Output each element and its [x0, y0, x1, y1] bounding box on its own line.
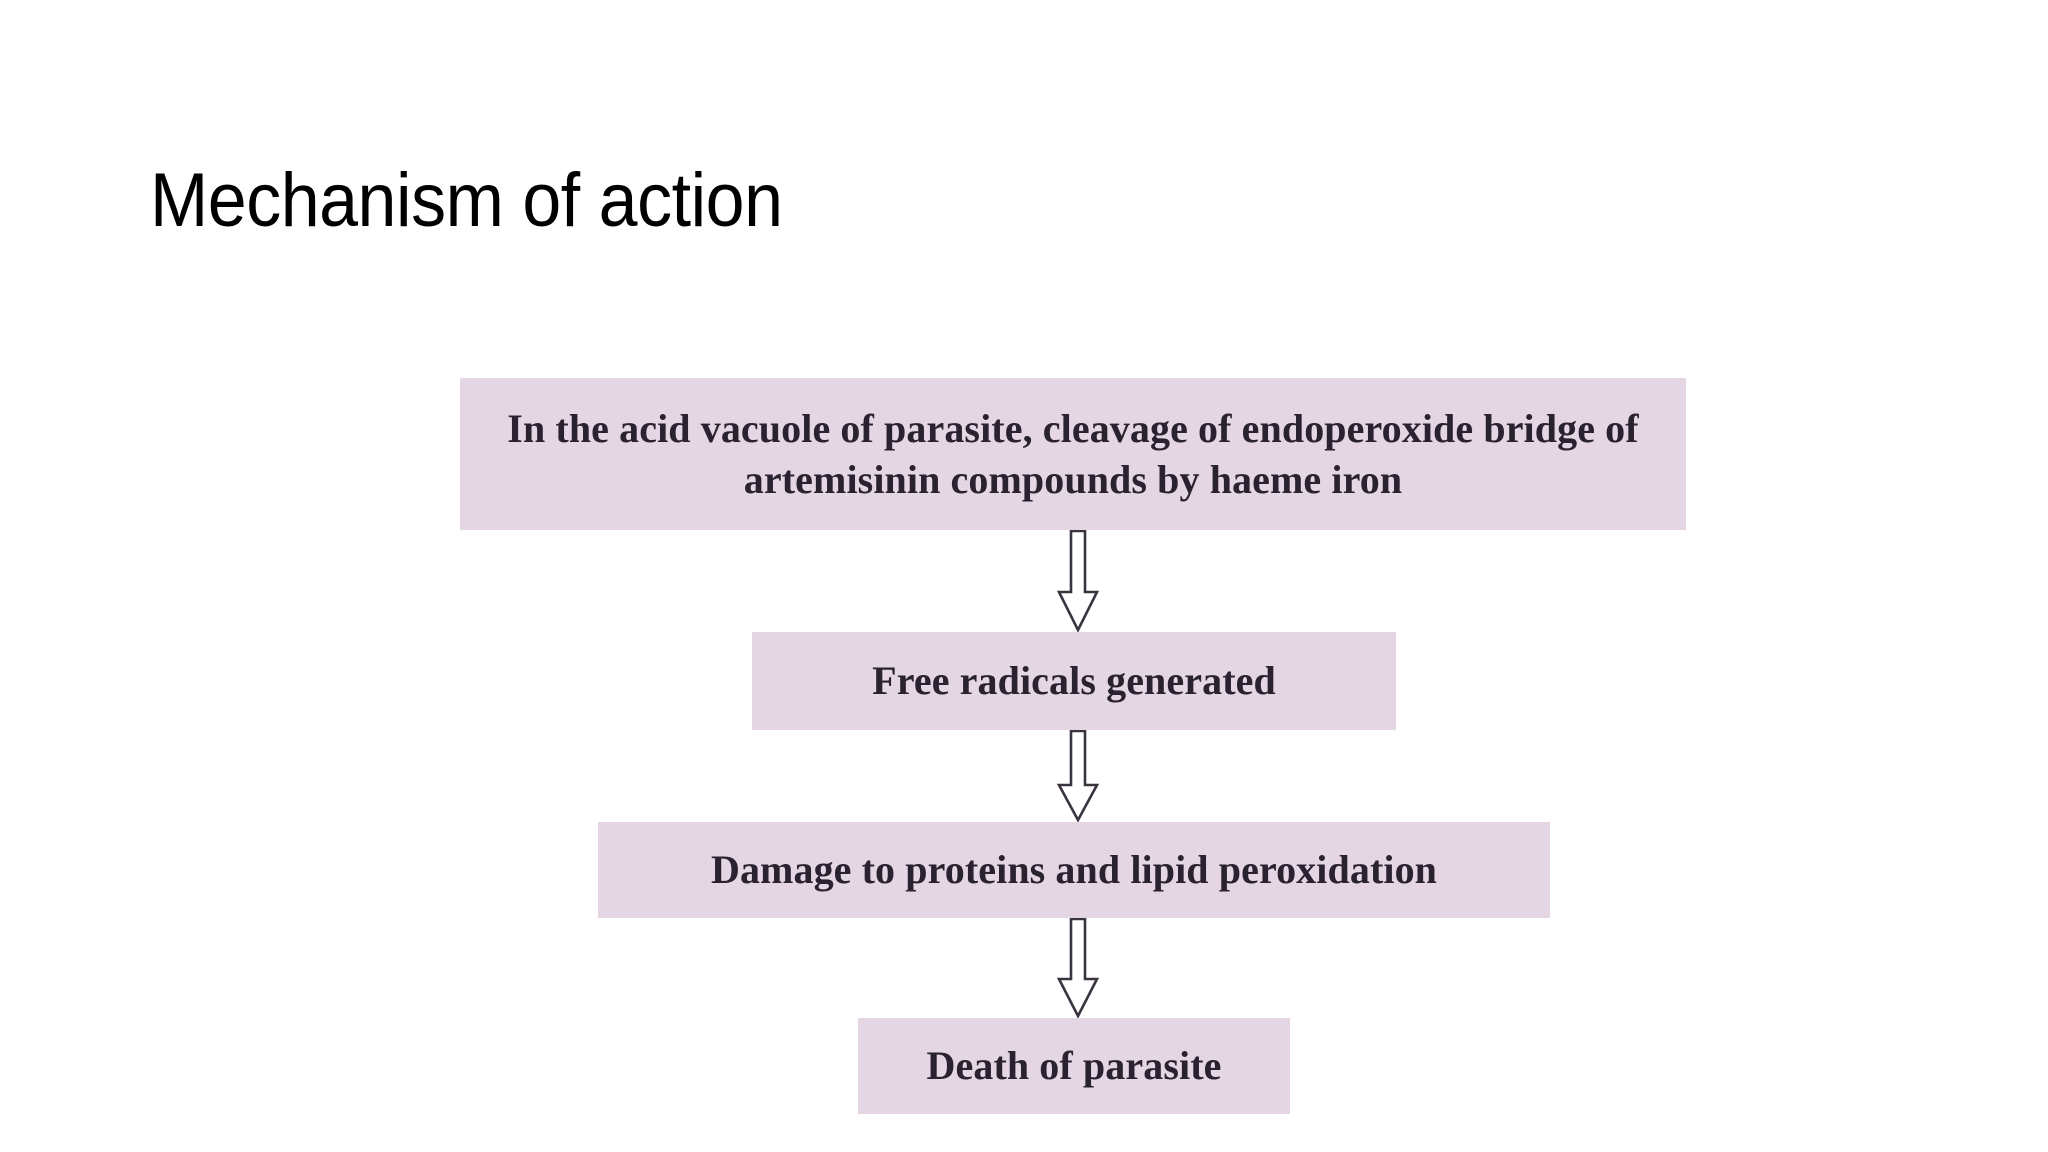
down-block-arrow-icon: [1052, 730, 1104, 822]
flowchart-node-1-label: In the acid vacuole of parasite, cleavag…: [507, 405, 1639, 502]
flowchart-node-2: Free radicals generated: [752, 632, 1396, 730]
flowchart-node-3-label: Damage to proteins and lipid peroxidatio…: [710, 847, 1438, 893]
flowchart-node-4: Death of parasite: [858, 1018, 1290, 1114]
flowchart-node-2-label: Free radicals generated: [872, 658, 1276, 704]
down-block-arrow-icon: [1052, 530, 1104, 632]
flowchart-node-3: Damage to proteins and lipid peroxidatio…: [598, 822, 1550, 918]
page-title: Mechanism of action: [150, 157, 783, 243]
down-block-arrow-icon: [1052, 918, 1104, 1018]
flowchart-node-4-label: Death of parasite: [926, 1043, 1222, 1089]
flowchart-node-1: In the acid vacuole of parasite, cleavag…: [460, 378, 1686, 530]
